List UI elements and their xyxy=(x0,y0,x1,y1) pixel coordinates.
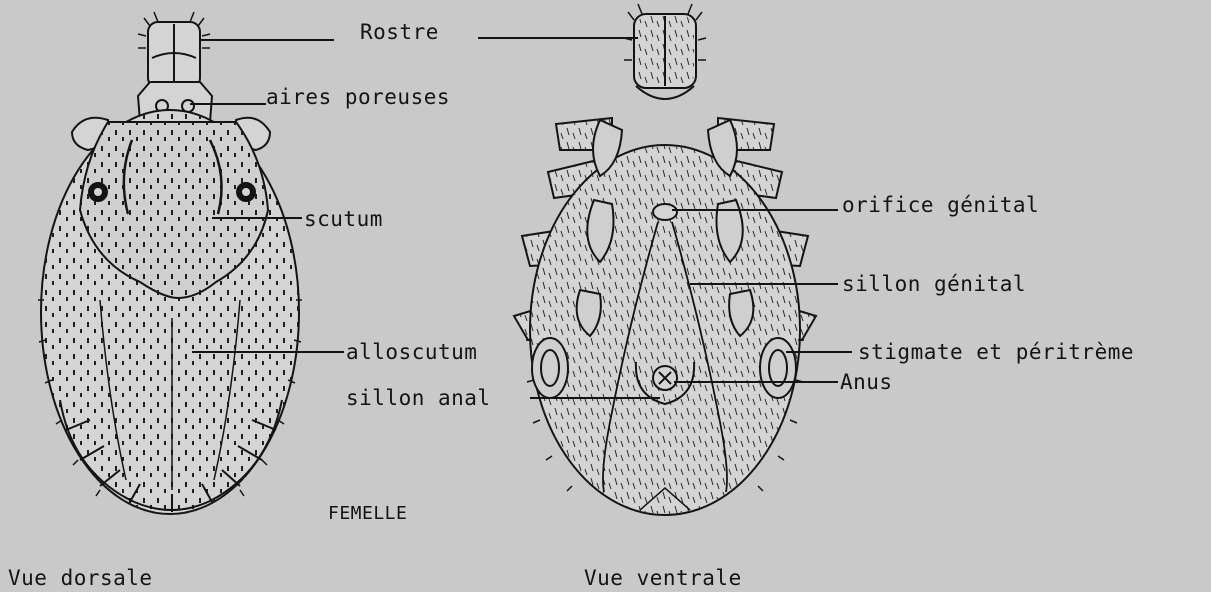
label-sillon-genital: sillon génital xyxy=(842,272,1026,296)
label-stigmate: stigmate et péritrème xyxy=(858,340,1134,364)
label-orifice-genital: orifice génital xyxy=(842,193,1039,217)
label-sillon-anal: sillon anal xyxy=(346,386,491,410)
label-aires-poreuses: aires poreuses xyxy=(266,85,450,109)
label-scutum: scutum xyxy=(304,207,383,231)
label-anus: Anus xyxy=(840,370,893,394)
label-alloscutum: alloscutum xyxy=(346,340,477,364)
caption-vue-ventrale: Vue ventrale xyxy=(584,566,742,590)
ventral-rostre xyxy=(624,4,706,99)
dorsal-rostre xyxy=(138,12,210,88)
genital-orifice xyxy=(653,204,677,220)
caption-vue-dorsale: Vue dorsale xyxy=(8,566,153,590)
ventral-view xyxy=(514,4,816,515)
dorsal-view xyxy=(38,12,302,514)
caption-femelle: FEMELLE xyxy=(328,502,407,526)
label-rostre: Rostre xyxy=(360,20,439,44)
